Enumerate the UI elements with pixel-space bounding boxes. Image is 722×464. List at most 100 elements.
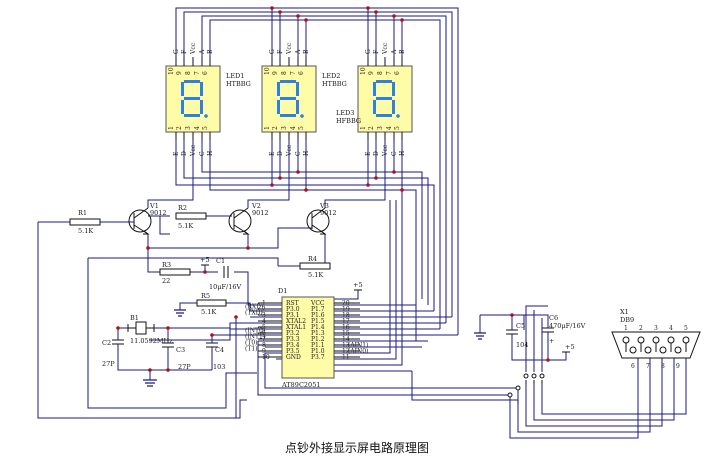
led-pin-number-top: 7 (386, 71, 393, 75)
led-pin-label-bottom: E (269, 152, 276, 156)
mcu-pin-number: 17 (342, 318, 350, 325)
db9-pin (652, 336, 660, 344)
led-pin-label-top: B (303, 49, 310, 54)
led-dp-segment (396, 114, 400, 118)
led-pin-label-bottom: C (391, 151, 398, 156)
db9-pin-number: 2 (639, 325, 643, 332)
led-pin-label-top: A (199, 49, 206, 55)
mcu-pin-name: P1.1 (311, 342, 325, 349)
power-symbols: +5 +5 +5 (200, 256, 575, 353)
led-segment (184, 80, 200, 83)
led-pin-number-top: 10 (168, 67, 175, 75)
led-pin-label-bottom: Vcc (286, 144, 293, 157)
mcu-pin-name: XTAL2 (286, 318, 306, 325)
mcu-pin-name: XTAL1 (286, 324, 306, 331)
c5-value: 104 (516, 341, 528, 349)
transistor-v1: V1 9012 (128, 202, 167, 235)
resistor-r4: R4 5.1K (299, 255, 331, 279)
r4-ref: R4 (308, 255, 317, 263)
led-pin-label-bottom: D (373, 151, 380, 156)
jumper-block (507, 373, 545, 404)
led-segment (277, 100, 280, 114)
c6-value: 470μF/16V (549, 322, 586, 330)
led-segment (392, 100, 395, 114)
r3-value: 22 (162, 277, 170, 285)
db9-pin (644, 346, 652, 354)
led-segment (280, 97, 296, 100)
led-pin-label-top: Vcc (286, 42, 293, 55)
resistor-r3: R3 22 (159, 261, 191, 285)
mcu-pin-name: VCC (310, 300, 325, 307)
led-pin-label-top: F (277, 50, 284, 54)
led-pin-label-top: F (373, 50, 380, 54)
mcu-pin-number: 7 (262, 336, 266, 343)
led-segment (200, 100, 203, 114)
led-model: HFBBG (336, 117, 361, 125)
led-pin-number-bottom: 4 (290, 126, 297, 130)
led-name: LED1 (226, 72, 244, 80)
c1-value: 10μF/16V (209, 283, 241, 291)
led-pin-number-bottom: 1 (360, 126, 367, 130)
v1-ref: V1 (149, 202, 159, 210)
power-plus5-2: +5 (353, 281, 363, 289)
led-pin-label-top: G (365, 49, 372, 54)
led-pin-label-bottom: Vcc (382, 144, 389, 157)
capacitor-c4: C4 103 (206, 342, 225, 371)
capacitor-c2: C2 27P (102, 339, 124, 368)
r5-value: 5.1K (201, 308, 216, 316)
mcu-pin-name: P1.6 (311, 312, 325, 319)
mcu-pin-number: 13 (342, 342, 350, 349)
mcu-pin-number: 12 (342, 348, 350, 355)
mcu-part: AT89C2051 (281, 381, 320, 389)
mcu-pin-name: P1.2 (311, 336, 325, 343)
r3-ref: R3 (162, 261, 171, 269)
r4-value: 5.1K (308, 271, 323, 279)
ground-symbols (118, 309, 486, 387)
mcu-pin-function: (T1) (245, 346, 258, 353)
led-segment (376, 114, 392, 117)
led-pin-number-top: 7 (290, 71, 297, 75)
c2-value: 27P (102, 360, 115, 368)
led-segment (392, 82, 395, 96)
db9-pin-number: 5 (684, 325, 688, 332)
transistor-v2: V2 9012 (228, 202, 269, 235)
c4-value: 103 (213, 363, 225, 371)
led-segment (296, 100, 299, 114)
led-pin-label-top: A (295, 49, 302, 55)
mcu-pin-number: 9 (262, 348, 266, 355)
crystal-b1: B1 11.0592MHz (127, 314, 173, 345)
resistor-r5: R5 5.1K (196, 292, 227, 316)
mcu-pin-function: (AIN0) (348, 348, 368, 355)
c3-ref: C3 (176, 346, 185, 354)
v1-value: 9012 (150, 209, 167, 217)
led-pin-label-bottom: H (303, 151, 310, 156)
db9-pin-number: 6 (631, 363, 635, 370)
mcu-pin-number: 19 (342, 306, 350, 313)
mcu-pin-name: P3.5 (286, 348, 300, 355)
r1-value: 5.1K (78, 227, 93, 235)
mcu-pin-name: P1.3 (311, 330, 325, 337)
db9-part: DB9 (620, 316, 634, 324)
db9-pin (659, 346, 667, 354)
db9-pin-number: 8 (661, 363, 665, 370)
led-pin-number-top: 6 (202, 71, 209, 75)
mcu-pin-number: 16 (342, 324, 350, 331)
led-pin-label-bottom: E (365, 152, 372, 156)
led-pin-number-bottom: 2 (272, 126, 279, 130)
led-dp-segment (300, 114, 304, 118)
mcu-pin-number: 10 (262, 354, 270, 361)
mcu-pin-number: 15 (342, 330, 350, 337)
led-segment (280, 80, 296, 83)
led-pin-label-top: A (391, 49, 398, 55)
led-displays: G101EF92DVcc83VccA74CB65HLED1HTBBGG101EF… (165, 42, 413, 157)
led-pin-number-top: 6 (298, 71, 305, 75)
mcu-pin-number: 1 (262, 300, 266, 307)
led-pin-label-top: G (173, 49, 180, 54)
junctions (116, 6, 550, 372)
capacitor-c5: C5 104 (506, 322, 528, 349)
led-model: HTBBG (322, 80, 347, 88)
v2-value: 9012 (252, 209, 269, 217)
